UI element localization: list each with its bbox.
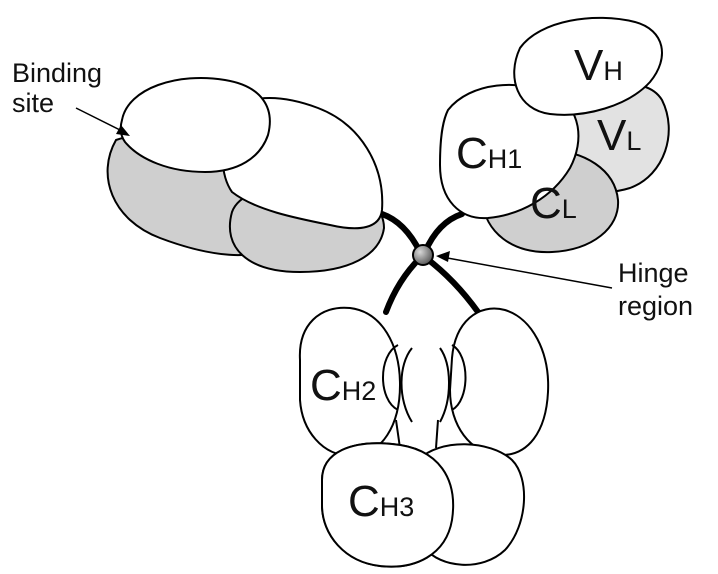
hinge-pointer [436, 251, 613, 289]
right-fab-arm [438, 16, 670, 254]
vh-label: VH [574, 41, 623, 90]
left-ch2-domain [298, 306, 402, 458]
hinge-dot [412, 244, 434, 266]
left-ch3-front [321, 442, 454, 568]
ch2-label: CH2 [310, 361, 376, 410]
binding-site-pointer [75, 107, 130, 136]
ch1-label: CH1 [456, 129, 522, 178]
binding-site-label-line2: site [12, 88, 54, 118]
hinge-region-label-line1: Hinge [618, 258, 689, 288]
vl-label: VL [597, 111, 641, 160]
carbohydrate-right [435, 344, 467, 449]
ch3-label: CH3 [348, 477, 414, 526]
carbohydrate-left [382, 344, 413, 449]
right-vh-domain [513, 16, 663, 116]
binding-site-label-line1: Binding [12, 58, 102, 88]
right-ch2-domain [448, 307, 550, 457]
left-fab-arm [106, 76, 386, 274]
left-vh-domain [119, 76, 271, 174]
hinge-region-label-line2: region [618, 291, 693, 321]
fc-region [298, 306, 550, 568]
cl-label: CL [530, 179, 577, 228]
